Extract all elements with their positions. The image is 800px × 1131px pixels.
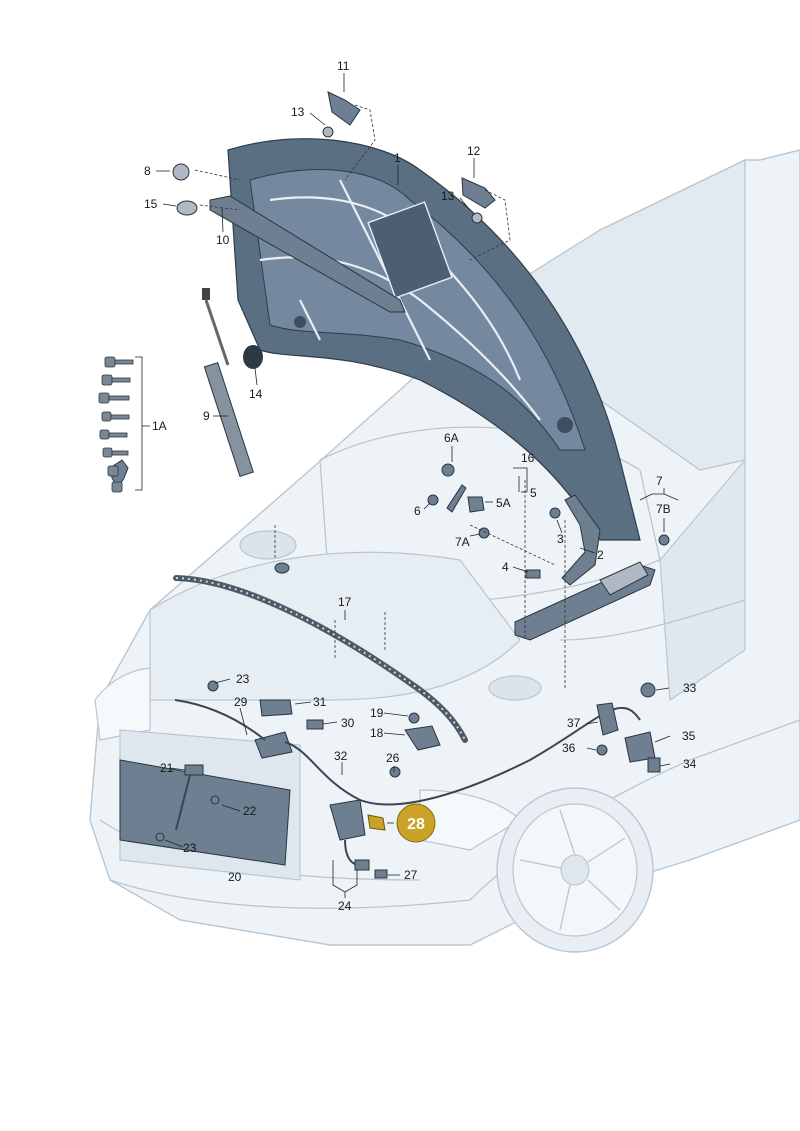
callout-28: 28 xyxy=(407,816,425,833)
callout-18: 18 xyxy=(370,726,384,740)
callout-24: 24 xyxy=(338,899,352,913)
callout-15: 15 xyxy=(144,197,158,211)
callout-14: 14 xyxy=(249,387,263,401)
callout-1A: 1A xyxy=(152,419,167,433)
release-mechanism xyxy=(155,680,661,879)
callout-11: 11 xyxy=(337,59,350,73)
callout-3: 3 xyxy=(557,532,564,546)
callout-9: 9 xyxy=(203,409,210,423)
callout-labels: 1 1A 2 3 4 5 5A 6 6A 7 7A 7B 8 9 10 11 1… xyxy=(144,59,697,913)
callout-19: 19 xyxy=(370,706,384,720)
callout-13b: 13 xyxy=(441,189,455,203)
callout-21: 21 xyxy=(160,761,174,775)
callout-32: 32 xyxy=(334,749,348,763)
callout-35: 35 xyxy=(682,729,696,743)
callout-5A: 5A xyxy=(496,496,511,510)
callout-16: 16 xyxy=(521,451,535,465)
hinge-right xyxy=(461,177,496,209)
callout-2: 2 xyxy=(597,548,604,562)
hinge-left xyxy=(209,195,406,313)
callout-36: 36 xyxy=(562,741,576,755)
callout-26: 26 xyxy=(386,751,400,765)
callout-7B: 7B xyxy=(656,502,671,516)
callout-4: 4 xyxy=(502,560,509,574)
engine-hood xyxy=(227,138,641,541)
leader-lines xyxy=(135,73,679,898)
highlighted-part-28: 28 xyxy=(396,803,436,843)
callout-8: 8 xyxy=(144,164,151,178)
callout-29: 29 xyxy=(234,695,248,709)
callout-6A: 6A xyxy=(444,431,459,445)
callout-6: 6 xyxy=(414,504,421,518)
callout-23b: 23 xyxy=(183,841,197,855)
callout-7A: 7A xyxy=(455,535,470,549)
callout-33: 33 xyxy=(683,681,697,695)
callout-7: 7 xyxy=(656,474,663,488)
callout-31: 31 xyxy=(313,695,327,709)
callout-23a: 23 xyxy=(236,672,250,686)
hinge-top xyxy=(327,91,361,126)
small-parts xyxy=(109,126,670,586)
callout-30: 30 xyxy=(341,716,355,730)
callout-17: 17 xyxy=(338,595,352,609)
bolt-set xyxy=(98,356,134,493)
callout-22: 22 xyxy=(243,804,257,818)
lock-carrier xyxy=(514,561,656,641)
callout-34: 34 xyxy=(683,757,697,771)
callout-5: 5 xyxy=(530,486,537,500)
guide-lines xyxy=(194,104,566,690)
callout-1: 1 xyxy=(394,151,401,165)
callout-13a: 13 xyxy=(291,105,305,119)
callout-37: 37 xyxy=(567,716,581,730)
callout-12: 12 xyxy=(467,144,481,158)
callout-20: 20 xyxy=(228,870,242,884)
front-wheel xyxy=(496,787,654,953)
callout-27: 27 xyxy=(404,868,418,882)
callout-10: 10 xyxy=(216,233,230,247)
gas-strut xyxy=(202,288,254,478)
